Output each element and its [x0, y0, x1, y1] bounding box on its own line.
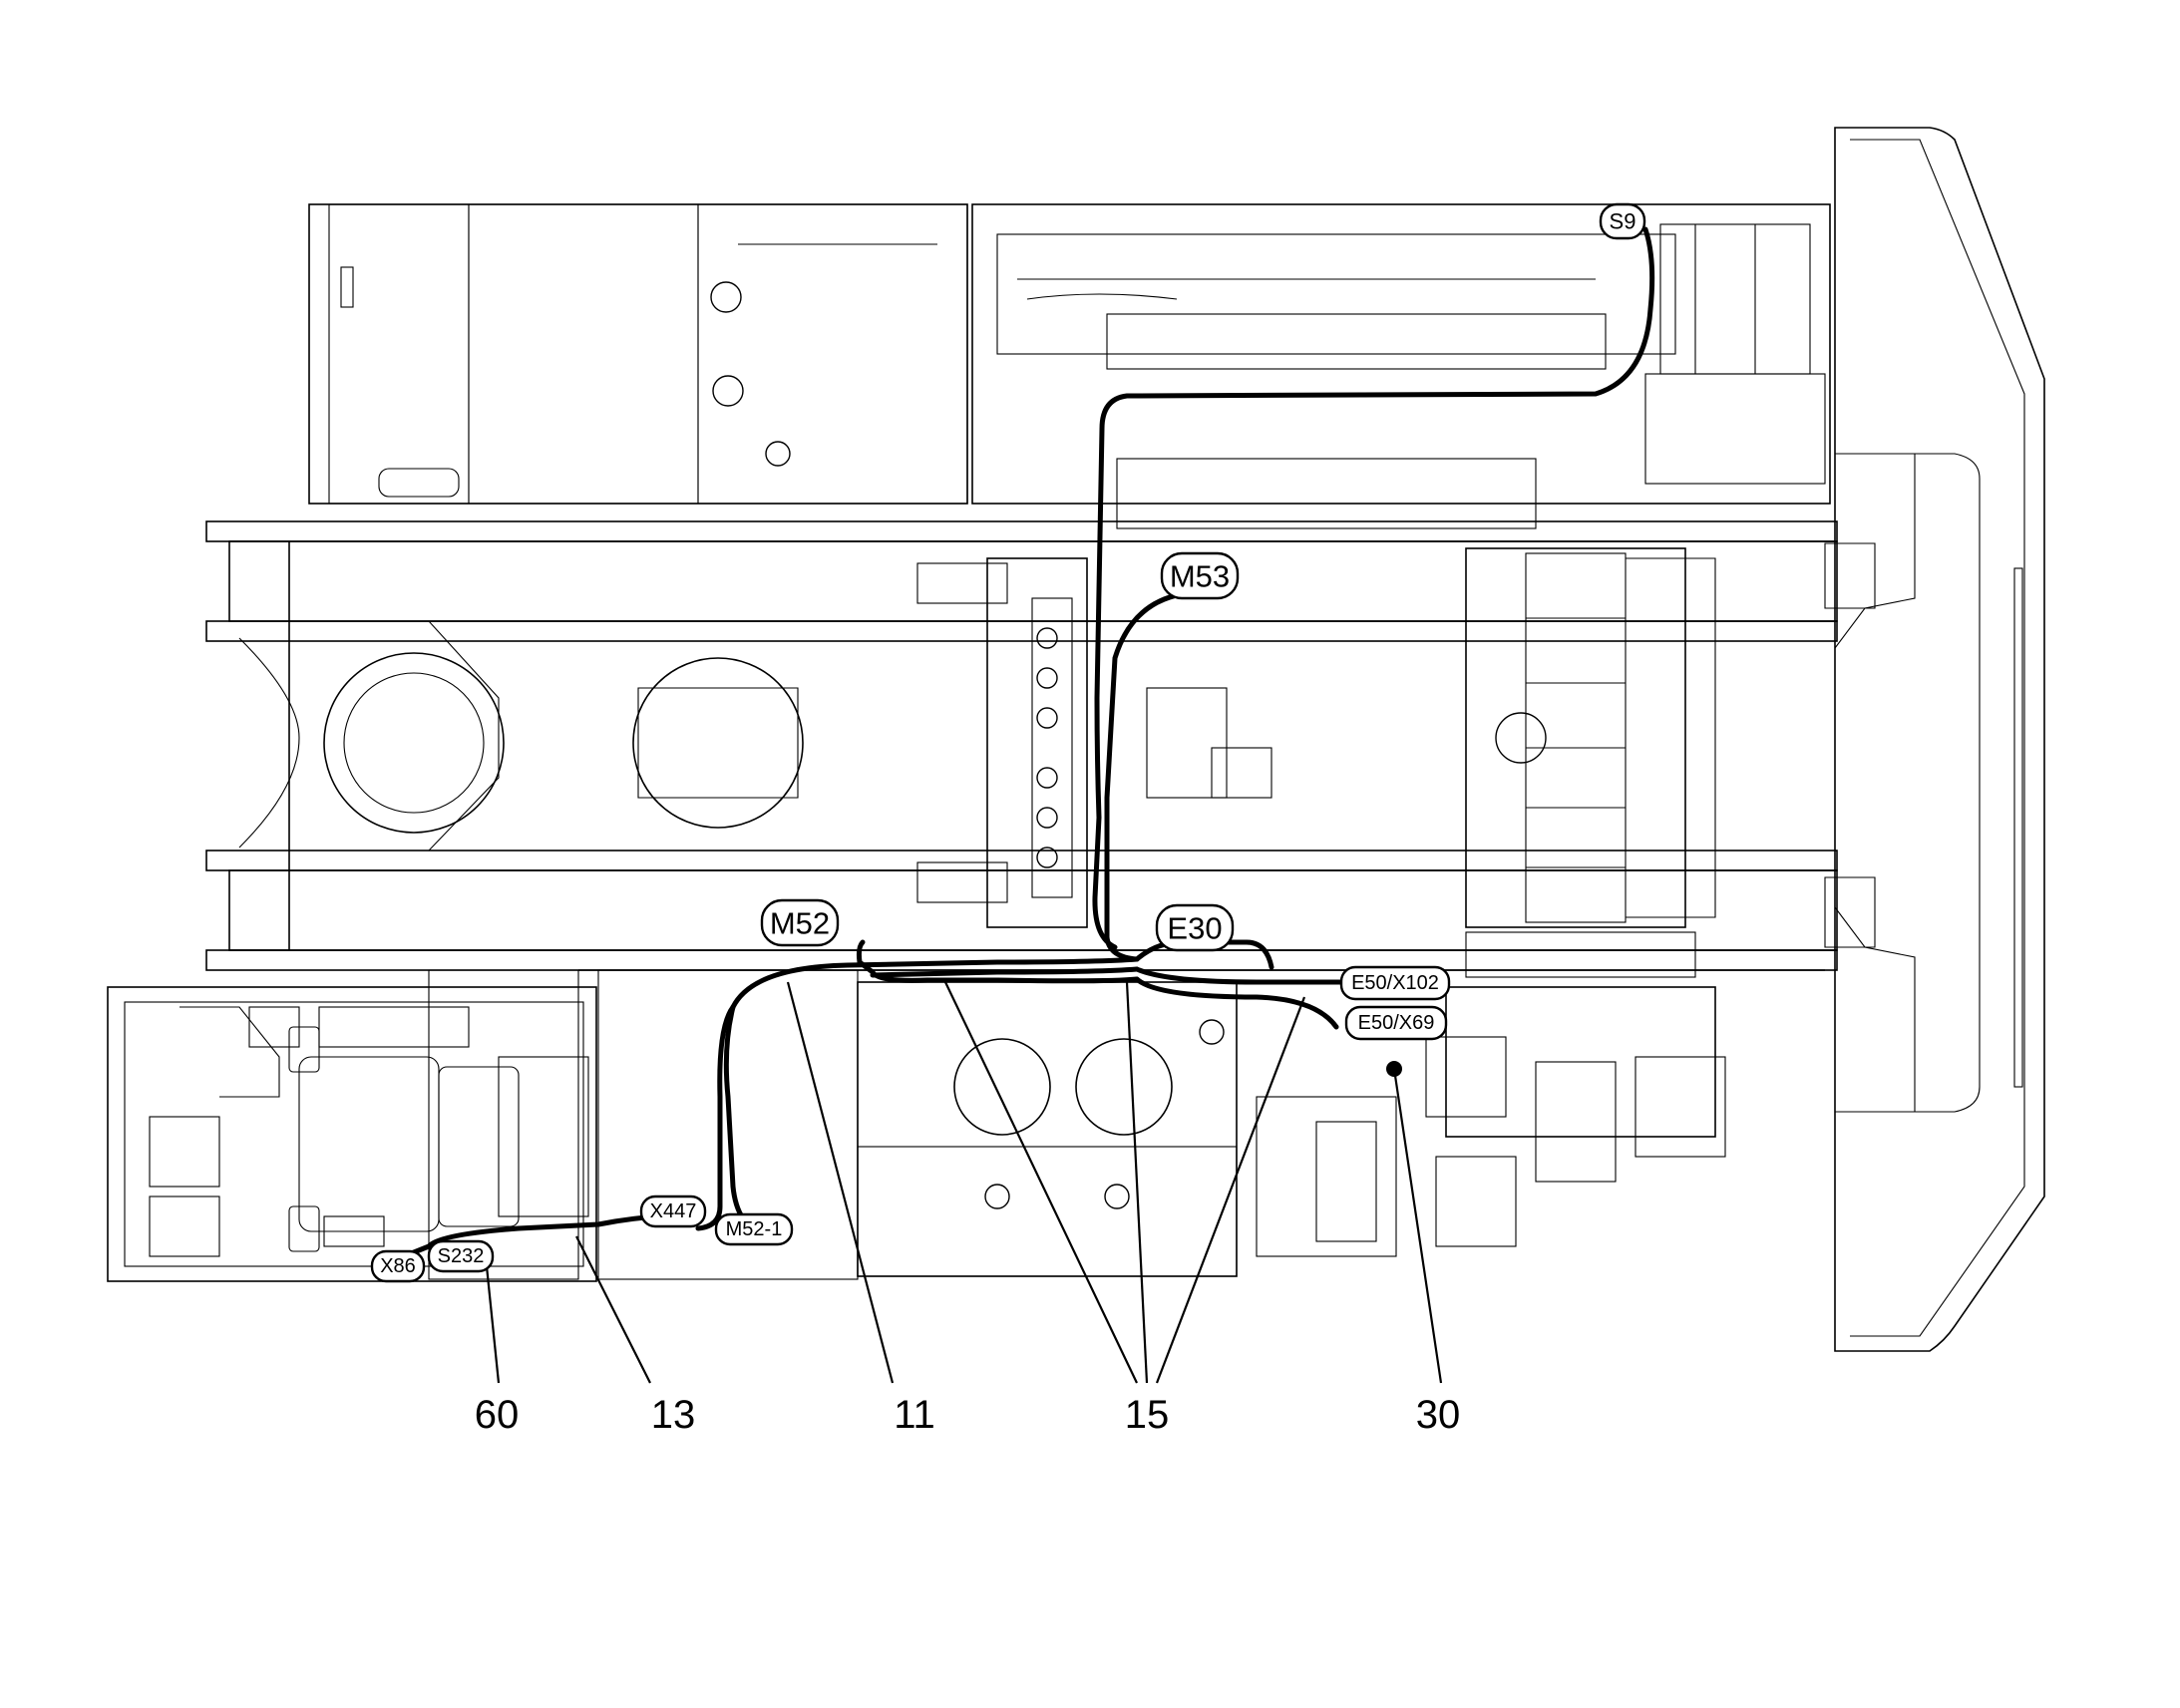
svg-text:E50/X102: E50/X102 — [1351, 972, 1439, 994]
svg-text:S232: S232 — [438, 1245, 485, 1267]
leader-15b — [1125, 981, 1149, 1384]
tag-E30: E30 — [1155, 903, 1235, 952]
svg-text:M52: M52 — [770, 906, 830, 941]
leader-11 — [786, 981, 895, 1384]
leader-15a — [944, 981, 1138, 1384]
machine-frame — [107, 127, 2045, 1352]
callout-numbers: 60 13 11 15 30 — [475, 1393, 1461, 1437]
leader-60 — [485, 1265, 501, 1384]
tag-M52: M52 — [760, 898, 840, 947]
wiring-harness — [406, 226, 1655, 1257]
leader-30-dot — [1386, 1061, 1402, 1077]
callout-60: 60 — [475, 1393, 520, 1437]
leader-13 — [575, 1235, 651, 1384]
callout-11: 11 — [894, 1393, 935, 1437]
tag-X86: X86 — [370, 1249, 426, 1283]
callout-15: 15 — [1125, 1393, 1170, 1437]
svg-text:X447: X447 — [650, 1200, 697, 1222]
svg-text:E30: E30 — [1167, 911, 1222, 946]
leader-15c — [1155, 996, 1306, 1384]
tag-X447: X447 — [639, 1195, 707, 1228]
svg-text:S9: S9 — [1610, 209, 1636, 234]
connector-tags: S9 M53 M52 E30 E50/X102 E50/X69 X447 M5 — [370, 202, 1646, 1283]
callout-13: 13 — [651, 1393, 696, 1437]
leader-lines — [485, 981, 1443, 1384]
tag-E50-X102: E50/X102 — [1339, 965, 1451, 1001]
tag-M52-1: M52-1 — [714, 1212, 794, 1246]
svg-text:M52-1: M52-1 — [726, 1218, 783, 1240]
callout-30: 30 — [1416, 1393, 1461, 1437]
svg-text:E50/X69: E50/X69 — [1358, 1012, 1435, 1034]
tag-M53: M53 — [1160, 551, 1240, 600]
tag-E50-X69: E50/X69 — [1344, 1005, 1448, 1041]
svg-text:M53: M53 — [1170, 559, 1230, 594]
tag-S9: S9 — [1599, 202, 1646, 240]
svg-text:X86: X86 — [380, 1255, 416, 1277]
leader-30 — [1392, 1068, 1443, 1384]
tag-S232: S232 — [427, 1239, 495, 1273]
